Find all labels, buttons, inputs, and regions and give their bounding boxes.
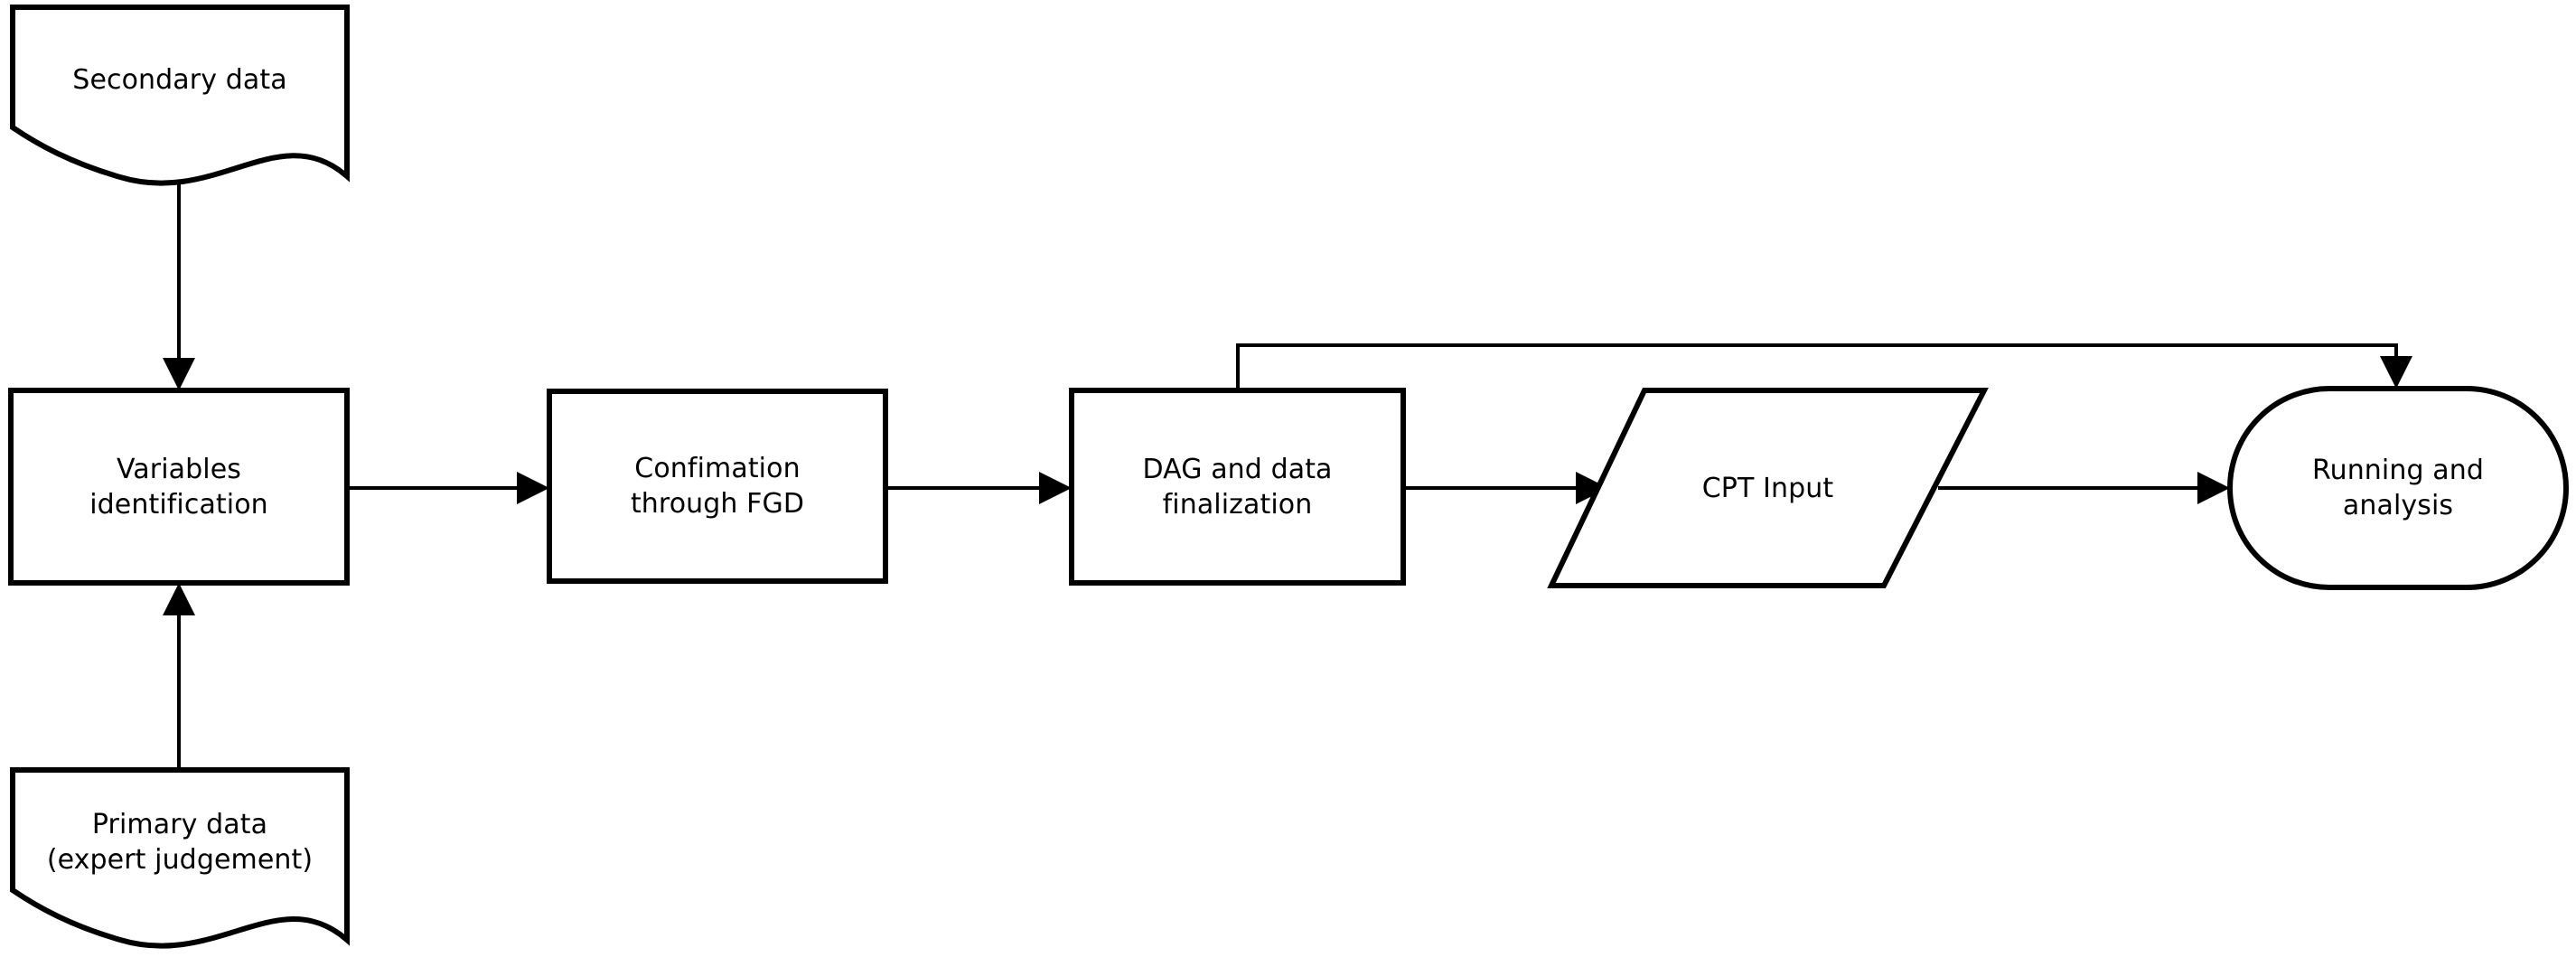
node-shape-secondary-data[interactable]	[10, 5, 350, 186]
node-shape-running-and-analysis[interactable]	[2227, 386, 2569, 590]
connector-dag-to-cpt	[1403, 472, 1608, 504]
connector-confirmation-to-dag	[885, 472, 1072, 504]
node-shape-primary-data[interactable]	[10, 767, 350, 949]
node-shape-confirmation-through-fgd[interactable]	[547, 389, 888, 584]
node-shape-dag-and-data-finalization[interactable]	[1069, 388, 1406, 586]
connector-dag-to-running-feedback	[1236, 343, 2412, 390]
node-shape-cpt-input[interactable]	[1547, 388, 1989, 588]
connector-primary-to-variables	[163, 583, 195, 770]
node-shape-variables-identification[interactable]	[8, 388, 350, 586]
connector-cpt-to-running	[1938, 472, 2230, 504]
connector-variables-to-confirmation	[347, 472, 549, 504]
